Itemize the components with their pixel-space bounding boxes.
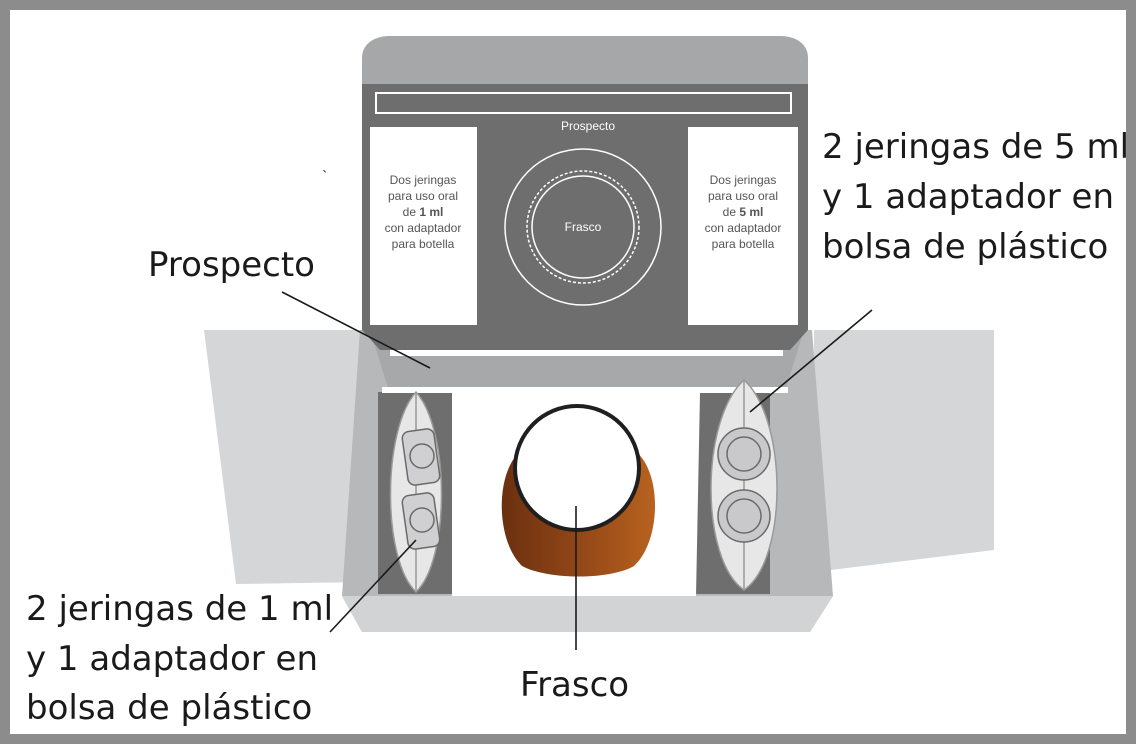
card-1ml-dose: 1 ml — [419, 205, 443, 219]
lid-bottle-outline-dashed — [526, 170, 640, 284]
callout-1ml-line-1: 2 jeringas de 1 ml — [26, 589, 333, 629]
lid-card-5ml — [688, 127, 798, 325]
card-5ml-line-1: Dos jeringas — [710, 173, 777, 187]
card-1ml-line-4: con adaptador — [385, 221, 462, 235]
leader-syringes-5ml — [749, 309, 873, 413]
callout-syringes-5ml: 2 jeringas de 5 ml y 1 adaptador en bols… — [822, 127, 1129, 267]
adapter-5ml-top — [717, 427, 771, 481]
right-outer-flap — [814, 330, 994, 572]
leader-syringes-1ml — [329, 539, 417, 633]
callout-5ml-line-1: 2 jeringas de 5 ml — [822, 127, 1129, 167]
left-outer-flap — [204, 330, 365, 584]
card-5ml-line-3: de 5 ml — [723, 205, 764, 219]
stray-mark: ` — [322, 169, 327, 186]
callout-prospecto: Prospecto — [148, 245, 315, 285]
adapter-ring-1ml-top — [409, 443, 435, 469]
card-5ml-line-3a: de — [723, 205, 740, 219]
callout-1ml-line-2: y 1 adaptador en — [26, 639, 318, 679]
bottle-cap — [517, 408, 637, 528]
adapter-ring-5ml-top — [726, 436, 762, 472]
adapter-1ml-bottom — [401, 492, 441, 550]
callout-syringes-1ml: 2 jeringas de 1 ml y 1 adaptador en bols… — [26, 589, 333, 728]
card-1ml-line-3: de 1 ml — [403, 205, 444, 219]
leader-prospecto — [281, 291, 431, 369]
card-5ml-dose: 5 ml — [739, 205, 763, 219]
lid-card-1ml — [370, 127, 477, 325]
lid-label-strip — [375, 92, 792, 114]
lid-bottle-outline-outer — [504, 148, 662, 306]
card-5ml-line-5: para botella — [712, 237, 775, 251]
adapter-ring-1ml-bottom — [409, 507, 435, 533]
callout-frasco: Frasco — [520, 665, 629, 705]
card-1ml-line-3a: de — [403, 205, 420, 219]
lid-tab — [362, 36, 808, 84]
lid-bottle-label: Frasco — [565, 220, 602, 234]
card-5ml-line-2: para uso oral — [708, 189, 778, 203]
adapter-ring-5ml-bottom — [726, 498, 762, 534]
lid-bottle-outline-inner — [531, 175, 635, 279]
card-5ml-line-4: con adaptador — [705, 221, 782, 235]
callout-1ml-line-3: bolsa de plástico — [26, 688, 312, 728]
card-1ml-line-2: para uso oral — [388, 189, 458, 203]
lid-title: Prospecto — [561, 119, 615, 133]
adapter-1ml-top — [401, 428, 441, 486]
card-1ml-line-5: para botella — [392, 237, 455, 251]
box-front-wall — [342, 596, 833, 632]
divider-strip — [382, 387, 788, 393]
callout-5ml-line-2: y 1 adaptador en — [822, 177, 1114, 217]
lid-card-1ml-text: Dos jeringas para uso oral de 1 ml con a… — [385, 173, 462, 251]
lid-card-5ml-text: Dos jeringas para uso oral de 5 ml con a… — [705, 173, 782, 251]
adapter-5ml-bottom — [717, 489, 771, 543]
card-1ml-line-1: Dos jeringas — [390, 173, 457, 187]
callout-5ml-line-3: bolsa de plástico — [822, 227, 1108, 267]
